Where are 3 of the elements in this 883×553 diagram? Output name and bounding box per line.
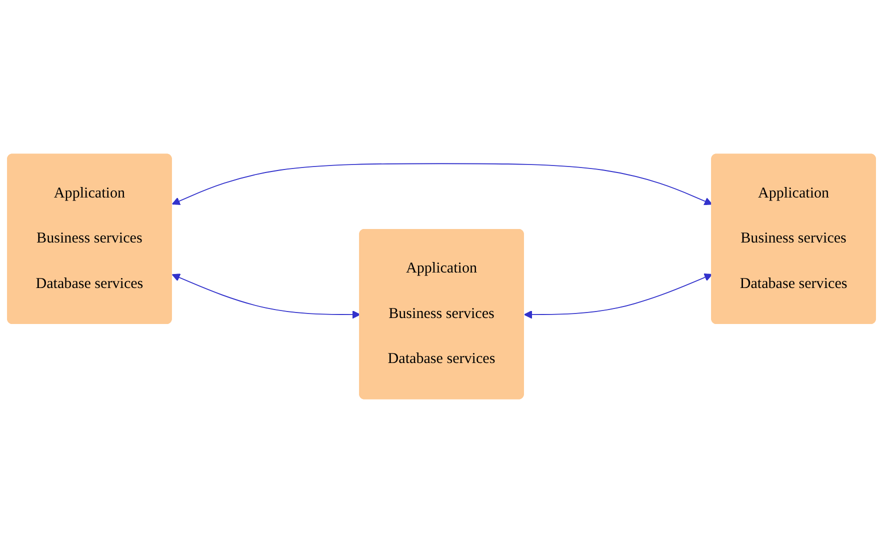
arrow	[524, 273, 712, 319]
arrow	[172, 274, 360, 319]
arrow	[172, 163, 712, 206]
